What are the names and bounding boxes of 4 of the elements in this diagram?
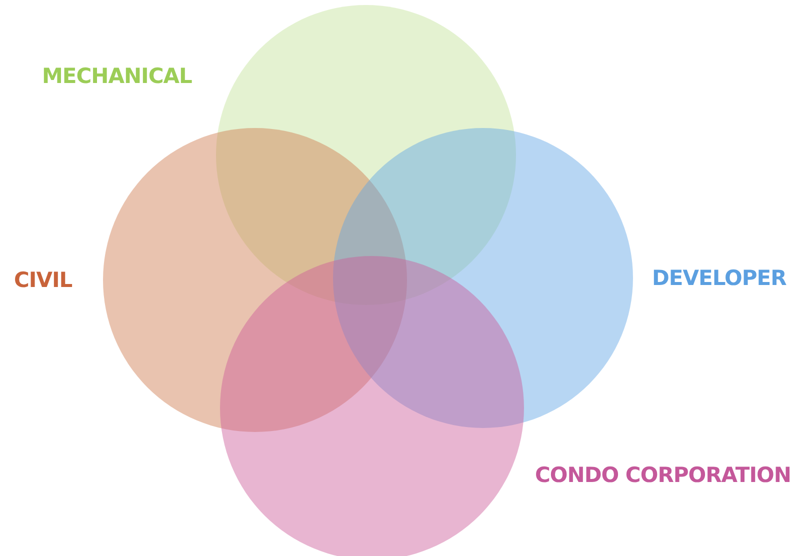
set-label: DEVELOPER <box>652 266 786 290</box>
set-label: MECHANICAL <box>42 64 192 88</box>
set-label: CIVIL <box>14 268 72 292</box>
set-label: CONDO CORPORATION <box>535 463 791 487</box>
